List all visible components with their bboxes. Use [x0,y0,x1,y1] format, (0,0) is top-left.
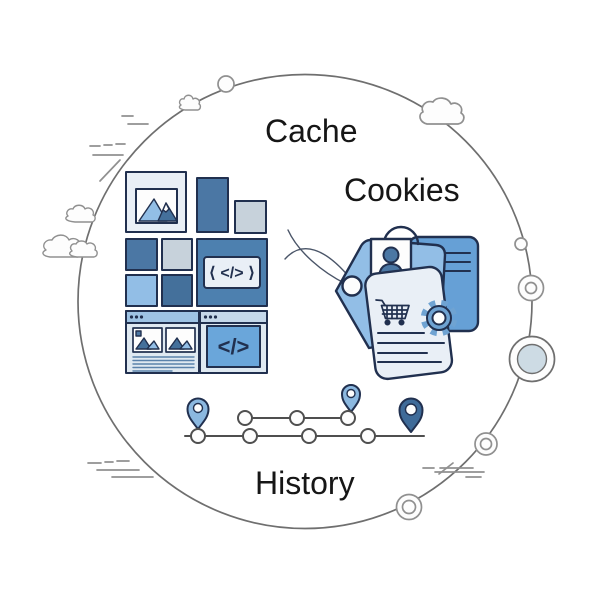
speed-lines-top-left [89,115,149,156]
orbit-donut-2 [395,493,423,521]
cloud-left-small-icon [65,204,96,223]
orbit-node-right [514,237,528,251]
browser-window-images [125,310,200,374]
orbit-ring [517,274,545,302]
history-label: History [255,465,355,501]
gear-icon [420,299,458,337]
orbit-node-top [217,75,235,93]
orbit-decorations [217,75,556,521]
code-panel [206,325,261,368]
slash-decoration [99,159,121,182]
history-timeline [184,384,425,444]
orbit-dot-large [508,335,556,383]
speed-lines-bottom-right [422,462,485,478]
orbit-donut-1 [474,432,498,456]
tag-strings [284,229,351,285]
cloud-top-left-icon [178,94,202,111]
tag-handle-arc [382,225,420,246]
cloud-top-right-icon [419,97,465,125]
text-lines [132,356,195,372]
speed-lines-bottom-left [87,460,154,478]
tile-light [161,238,193,271]
location-pin-2 [341,384,361,413]
tile-tall [196,177,229,233]
cache-collage: ⟨ </> ⟩ [125,171,268,374]
shopping-cart-icon [375,299,410,326]
inline-code-tile: ⟨ </> ⟩ [196,238,268,307]
location-pin-3 [398,397,424,433]
tile-gray [234,200,267,234]
window-code-text: </> [218,334,250,359]
browser-window-code: </> [199,310,268,374]
thumbnail-1 [132,327,163,353]
timeline-nodes [190,410,376,444]
cookies-label: Cookies [344,172,460,208]
cache-label: Cache [265,113,358,149]
cookies-illustration [284,225,480,381]
receipt-lines [377,332,445,363]
tile-dark [161,274,193,307]
tile-steel [125,238,158,271]
inline-code-text: ⟨ </> ⟩ [209,265,256,282]
thumbnail-2 [165,327,196,353]
window-dots [129,315,144,319]
cloud-left-pair-icon [42,234,98,258]
location-pin-1 [186,397,210,430]
image-tile [125,171,187,233]
tile-sky [125,274,158,307]
tag-hole [341,275,363,297]
window-dots [203,315,218,319]
orbit-circle [77,73,533,530]
